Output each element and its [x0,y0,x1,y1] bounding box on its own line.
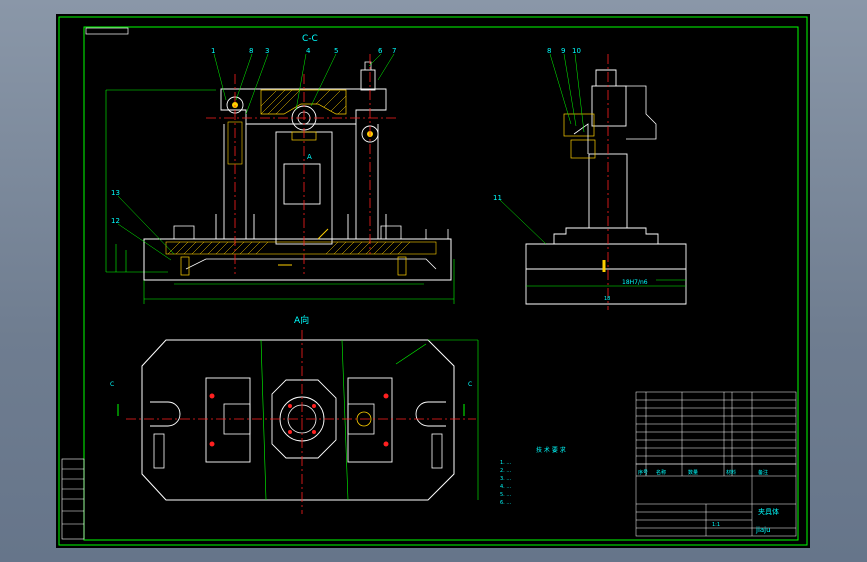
tech-note-6: 6. ... [500,500,512,506]
col-header-remark: 备注 [758,469,768,476]
section-label: C-C [302,34,318,44]
parts-list [635,391,797,476]
title-block [635,463,797,537]
section-marker: A [307,153,312,161]
sign-text: jiaju [755,526,771,534]
callout-3: 3 [265,47,269,55]
callout-6: 6 [378,47,383,55]
scale: 1:1 [712,522,720,528]
outer-frame [58,16,808,546]
plan-view [117,330,479,514]
callout-1: 1 [211,47,215,55]
tech-note-1: 1. ... [500,460,512,466]
tech-title: 技 术 要 求 [536,446,566,454]
cad-drawing: C-C [58,16,808,546]
cut-letter-right: C [468,381,472,388]
col-header-material: 材料 [726,469,736,476]
tech-notes: 技 术 要 求 1. ... 2. ... 3. ... 4. ... 5. .… [500,446,566,506]
tech-note-5: 5. ... [500,492,512,498]
col-header-name: 名称 [656,469,666,476]
side-leaders [499,53,585,245]
left-strip-block [61,458,85,540]
drawing-name: 夹具体 [758,507,779,516]
front-section-view: A [105,54,455,304]
drawing-sheet: C-C [56,14,810,548]
fit-label: 18H7/n6 [622,279,648,286]
callout-side-10: 10 [572,47,581,55]
side-view [525,54,687,310]
callout-13: 13 [111,189,120,197]
front-leaders [117,53,395,261]
callout-8: 8 [249,47,253,55]
callout-side-8: 8 [547,47,551,55]
callout-7: 7 [392,47,396,55]
view-label: A向 [294,314,309,326]
callout-4: 4 [306,47,311,55]
inner-frame [83,26,799,541]
tech-note-3: 3. ... [500,476,512,482]
tech-note-2: 2. ... [500,468,512,474]
cut-letter-left: C [110,381,114,388]
tech-note-4: 4. ... [500,484,512,490]
corner-tag [85,27,129,35]
callout-side-9: 9 [561,47,565,55]
callout-11: 11 [493,194,502,202]
col-header-no: 序号 [638,469,648,476]
callout-5: 5 [334,47,338,55]
col-header-qty: 数量 [688,469,698,476]
bottom-dim: 18 [604,296,610,302]
callout-12: 12 [111,217,120,225]
